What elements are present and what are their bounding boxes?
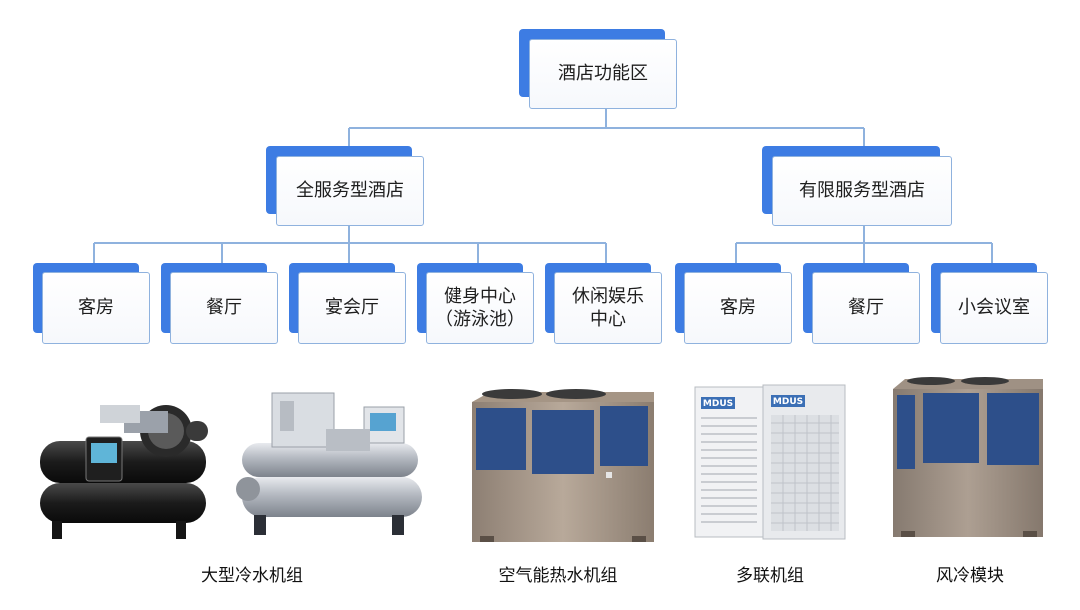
product-caption: 大型冷水机组 bbox=[201, 566, 303, 586]
leaf-node-leisure-center: 休闲娱乐 中心 bbox=[545, 263, 662, 344]
leaf-node-restaurant: 餐厅 bbox=[161, 263, 278, 344]
leaf-label: 休闲娱乐 中心 bbox=[572, 285, 644, 330]
branch-label: 全服务型酒店 bbox=[296, 180, 404, 202]
leaf-label: 餐厅 bbox=[206, 297, 242, 319]
product-caption: 多联机组 bbox=[736, 566, 804, 586]
root-label: 酒店功能区 bbox=[558, 63, 648, 85]
air-source-heat-pump-image bbox=[472, 389, 654, 542]
leaf-node-small-meeting-room: 小会议室 bbox=[931, 263, 1048, 344]
leaf-label: 客房 bbox=[720, 297, 756, 319]
vrf-outdoor-unit-image: MDUS MDUS bbox=[694, 384, 846, 540]
leaf-label: 宴会厅 bbox=[325, 297, 379, 319]
air-cooled-modular-chiller-image bbox=[893, 377, 1043, 537]
leaf-node-banquet-hall: 宴会厅 bbox=[289, 263, 406, 344]
branch-label: 有限服务型酒店 bbox=[799, 180, 925, 202]
branch-node-full-service: 全服务型酒店 bbox=[266, 146, 424, 226]
vrf-brand-left: MDUS bbox=[703, 399, 733, 409]
leaf-label: 餐厅 bbox=[848, 297, 884, 319]
leaf-node-guest-rooms-limited: 客房 bbox=[675, 263, 792, 344]
leaf-node-restaurant-limited: 餐厅 bbox=[803, 263, 920, 344]
product-caption: 风冷模块 bbox=[936, 566, 1004, 586]
leaf-label: 小会议室 bbox=[958, 297, 1030, 319]
leaf-node-fitness-center: 健身中心 （游泳池） bbox=[417, 263, 534, 344]
leaf-label: 健身中心 （游泳池） bbox=[435, 285, 525, 330]
root-node: 酒店功能区 bbox=[519, 29, 677, 109]
centrifugal-chiller-image bbox=[40, 392, 422, 539]
leaf-label: 客房 bbox=[78, 297, 114, 319]
branch-node-limited-service: 有限服务型酒店 bbox=[762, 146, 952, 226]
product-caption: 空气能热水机组 bbox=[498, 566, 618, 586]
vrf-brand-right: MDUS bbox=[773, 397, 803, 407]
leaf-node-guest-rooms: 客房 bbox=[33, 263, 150, 344]
